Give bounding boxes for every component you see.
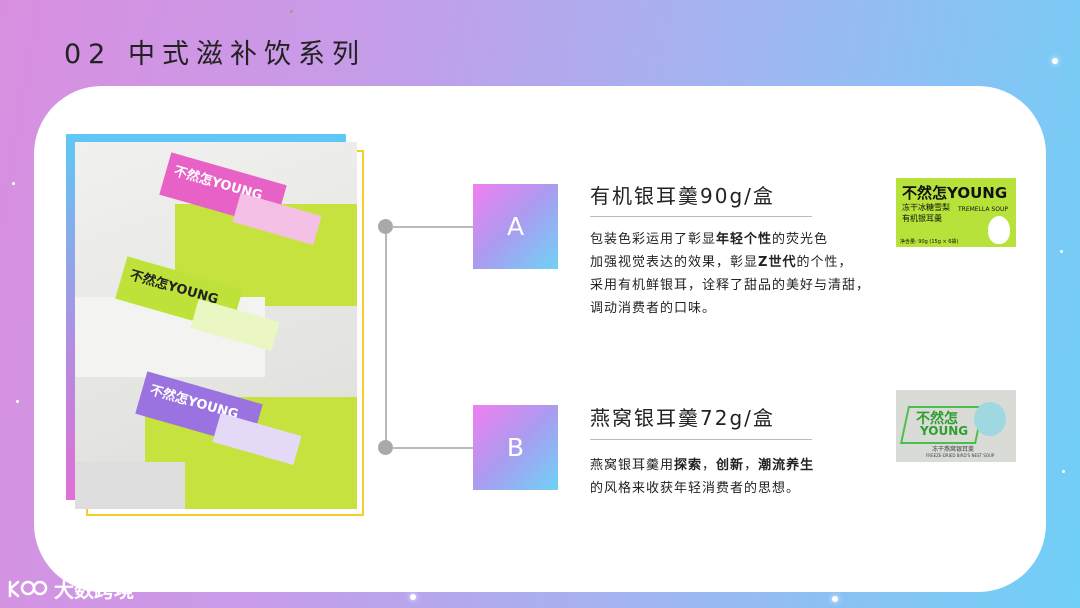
sparkle: [832, 596, 838, 602]
sparkle: [410, 594, 416, 600]
timeline-dot: [378, 219, 393, 234]
item-a-thumbnail: 不然怎YOUNG 冻干冰糖雪梨 有机银耳羹 TREMELLA SOUP 净含量:…: [894, 176, 1018, 249]
sparkle: [1062, 470, 1065, 473]
item-b-thumbnail: 不然怎 YOUNG 冻干燕窝银耳羹 FREEZE-DRIED BIRD'S NE…: [896, 390, 1016, 462]
logo-icon: [8, 580, 48, 597]
watermark-logo: 大数跨境: [6, 574, 134, 603]
thumb-brand: YOUNG: [920, 424, 969, 438]
badge-a: A: [473, 184, 558, 269]
sparkle: [16, 400, 19, 403]
item-a-heading: 有机银耳羹90g/盒: [590, 184, 775, 208]
item-a-description: 包装色彩运用了彰显年轻个性的荧光色 加强视觉表达的效果，彰显Z世代的个性， 采用…: [590, 232, 871, 316]
page-title: 02 中式滋补饮系列: [64, 39, 366, 70]
face-icon: [974, 402, 1006, 436]
pear-icon: [988, 216, 1010, 244]
thumb-sub: 冻干冰糖雪梨: [902, 203, 950, 212]
badge-b: B: [473, 405, 558, 490]
connector-line: [392, 447, 474, 449]
item-b-divider: [590, 439, 812, 440]
thumb-net: 净含量: 90g (15g × 6袋): [900, 239, 959, 245]
product-photo: 不然怎YOUNG 不然怎YOUNG 不然怎YOUNG: [75, 142, 357, 509]
thumb-en: FREEZE-DRIED BIRD'S NEST SOUP: [926, 453, 995, 458]
watermark-text: 大数跨境: [54, 578, 134, 602]
sparkle: [1060, 250, 1063, 253]
item-b-description: 燕窝银耳羹用探索，创新，潮流养生 的风格来收获年轻消费者的思想。: [590, 458, 815, 496]
thumb-sub: 有机银耳羹: [902, 214, 942, 223]
thumb-en: TREMELLA SOUP: [958, 206, 1008, 213]
connector-line: [392, 226, 474, 228]
sparkle: [12, 182, 15, 185]
item-a-divider: [590, 216, 812, 217]
timeline-dot: [378, 440, 393, 455]
sparkle: [1052, 58, 1058, 64]
thumb-sub: 冻干燕窝银耳羹: [932, 446, 975, 453]
thumb-brand: 不然怎: [916, 411, 958, 427]
item-b-heading: 燕窝银耳羹72g/盒: [590, 406, 775, 430]
timeline-line: [385, 226, 387, 448]
pedestal: [75, 462, 185, 509]
sparkle: [290, 10, 293, 13]
thumb-brand: 不然怎YOUNG: [902, 184, 1008, 202]
